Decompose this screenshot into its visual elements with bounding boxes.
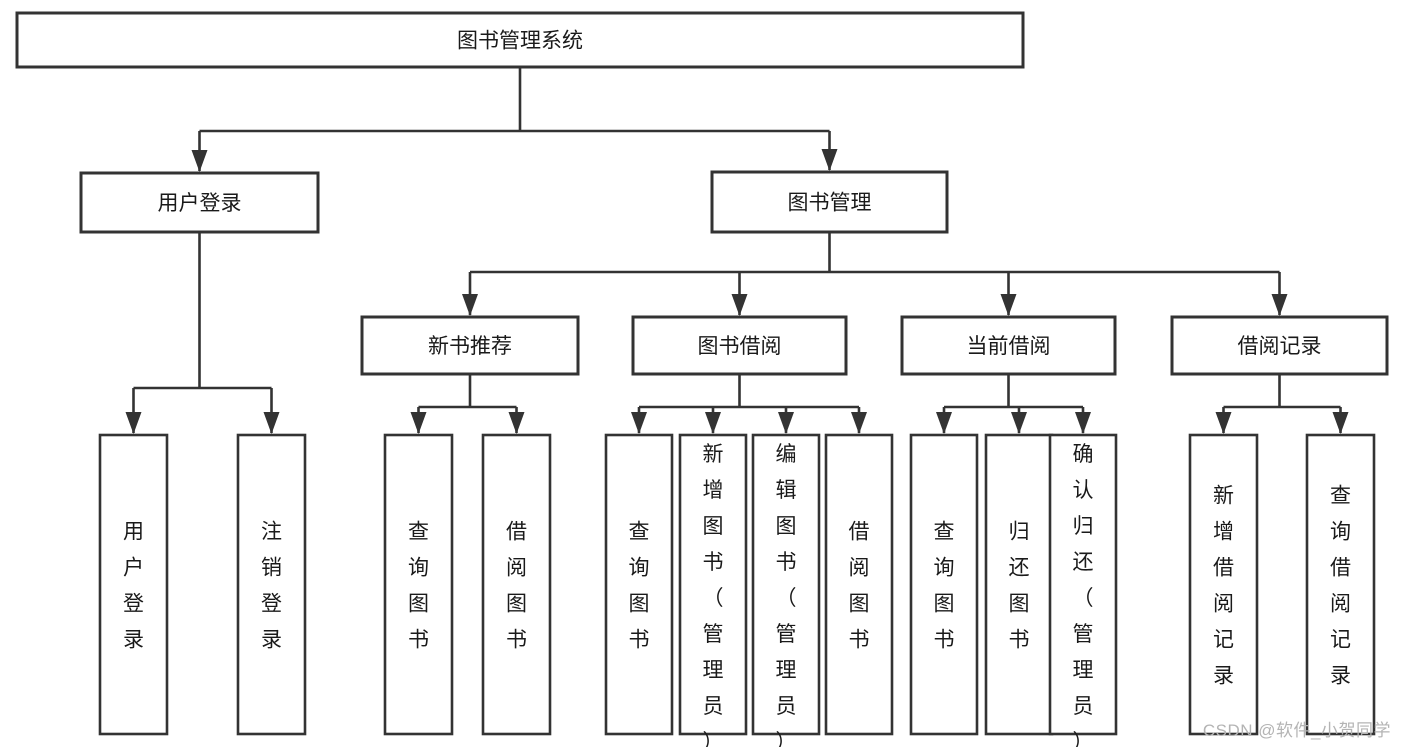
user-login-to-leaves-arrow-1 xyxy=(263,412,280,434)
node-user-login[interactable] xyxy=(79,171,320,234)
node-label-leaf-query-book-2: 查询图书 xyxy=(629,521,650,652)
node-label-book-manage: 图书管理 xyxy=(788,192,872,215)
node-new-book-recommend[interactable] xyxy=(360,315,580,376)
connector-layer xyxy=(125,67,1349,434)
node-leaf-query-book-1[interactable] xyxy=(383,433,454,736)
node-label-leaf-borrow-book-1: 借阅图书 xyxy=(506,521,527,652)
book-borrow-to-leaves-arrow-0 xyxy=(631,412,647,434)
node-leaf-borrow-book-2[interactable] xyxy=(824,433,894,736)
node-label-book-borrow: 图书借阅 xyxy=(698,335,782,358)
current-borrow-to-leaves-arrow-0 xyxy=(936,412,952,434)
node-label-leaf-borrow-book-2: 借阅图书 xyxy=(849,521,870,652)
borrow-record-to-leaves-arrow-0 xyxy=(1215,412,1232,434)
node-leaf-return-book[interactable] xyxy=(984,433,1054,736)
node-label-leaf-edit-book: 编辑图书（管理员） xyxy=(776,443,797,747)
node-book-borrow[interactable] xyxy=(631,315,848,376)
node-label-leaf-query-record: 查询借阅记录 xyxy=(1330,485,1351,688)
root-to-level2-arrow-0 xyxy=(191,150,208,172)
node-leaf-query-record[interactable] xyxy=(1305,433,1376,736)
node-leaf-confirm-return[interactable] xyxy=(1048,433,1118,736)
node-label-leaf-add-record: 新增借阅记录 xyxy=(1213,485,1234,688)
node-leaf-logout-login[interactable] xyxy=(236,433,307,736)
current-borrow-to-leaves-arrow-2 xyxy=(1075,412,1091,434)
node-leaf-user-login[interactable] xyxy=(98,433,169,736)
node-label-borrow-record: 借阅记录 xyxy=(1238,335,1322,358)
node-leaf-add-record[interactable] xyxy=(1188,433,1259,736)
node-label-leaf-query-book-3: 查询图书 xyxy=(934,521,955,652)
node-label-leaf-logout-login: 注销登录 xyxy=(261,521,282,652)
node-label-leaf-user-login: 用户登录 xyxy=(123,521,144,652)
node-borrow-record[interactable] xyxy=(1170,315,1389,376)
new-book-recommend-to-leaves-arrow-1 xyxy=(508,412,525,434)
borrow-record-to-leaves-arrow-1 xyxy=(1332,412,1349,434)
node-label-current-borrow: 当前借阅 xyxy=(967,335,1051,358)
node-label-user-login: 用户登录 xyxy=(158,192,242,215)
node-label-root: 图书管理系统 xyxy=(457,30,583,53)
watermark-text: CSDN @软件_小贺同学 xyxy=(1202,721,1391,740)
node-label-leaf-confirm-return: 确认归还（管理员） xyxy=(1073,443,1094,747)
node-leaf-borrow-book-1[interactable] xyxy=(481,433,552,736)
current-borrow-to-leaves-arrow-1 xyxy=(1011,412,1027,434)
node-leaf-query-book-3[interactable] xyxy=(909,433,979,736)
node-label-leaf-return-book: 归还图书 xyxy=(1009,521,1030,652)
node-leaf-add-book[interactable] xyxy=(678,433,748,736)
book-manage-to-level3-arrow-2 xyxy=(1000,294,1017,316)
node-current-borrow[interactable] xyxy=(900,315,1117,376)
node-book-manage[interactable] xyxy=(710,170,949,234)
book-borrow-to-leaves-arrow-1 xyxy=(705,412,721,434)
book-manage-to-level3-arrow-1 xyxy=(731,294,748,316)
book-manage-to-level3-arrow-0 xyxy=(462,294,478,316)
node-leaf-edit-book[interactable] xyxy=(751,433,821,736)
node-label-leaf-add-book: 新增图书（管理员） xyxy=(703,443,724,747)
root-to-level2-arrow-1 xyxy=(821,149,838,171)
node-root[interactable] xyxy=(15,11,1025,69)
book-manage-to-level3-arrow-3 xyxy=(1271,294,1288,316)
new-book-recommend-to-leaves-arrow-0 xyxy=(410,412,427,434)
book-borrow-to-leaves-arrow-2 xyxy=(778,412,794,434)
node-label-leaf-query-book-1: 查询图书 xyxy=(408,521,429,652)
node-label-new-book-recommend: 新书推荐 xyxy=(428,335,512,358)
node-layer: 图书管理系统用户登录图书管理新书推荐图书借阅当前借阅借阅记录用户登录注销登录查询… xyxy=(15,11,1389,747)
node-leaf-query-book-2[interactable] xyxy=(604,433,674,736)
book-borrow-to-leaves-arrow-3 xyxy=(851,412,867,434)
user-login-to-leaves-arrow-0 xyxy=(125,412,142,434)
